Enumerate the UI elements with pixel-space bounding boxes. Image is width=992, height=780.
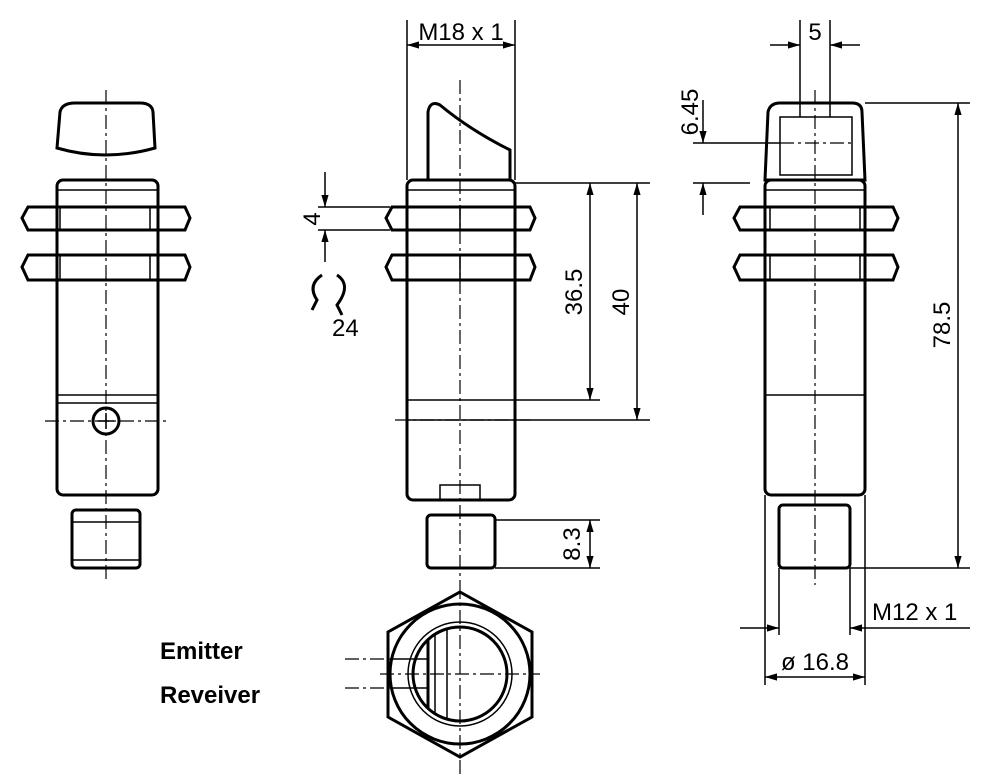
dim-thread-connector: M12 x 1	[872, 599, 957, 626]
label-receiver: Reveiver	[160, 682, 260, 709]
wrench-icon	[310, 273, 346, 316]
dim-thread-length: 36.5	[561, 269, 588, 316]
dim-lens-width: 5	[808, 19, 821, 46]
dim-nut-height: 4	[299, 212, 326, 225]
dim-total-length: 78.5	[929, 302, 956, 349]
dim-connector-length: 8.3	[559, 527, 586, 560]
dim-wrench-size: 24	[332, 315, 359, 342]
rear-view	[693, 20, 970, 685]
front-view	[20, 90, 192, 580]
dim-lens-offset: 6.45	[677, 89, 704, 136]
dim-body-length: 40	[608, 289, 635, 316]
side-view	[310, 20, 650, 585]
dim-thread-main: M18 x 1	[418, 19, 503, 46]
label-emitter: Emitter	[160, 638, 243, 665]
dim-diameter: ø 16.8	[781, 649, 849, 676]
top-hex-view	[345, 585, 540, 775]
